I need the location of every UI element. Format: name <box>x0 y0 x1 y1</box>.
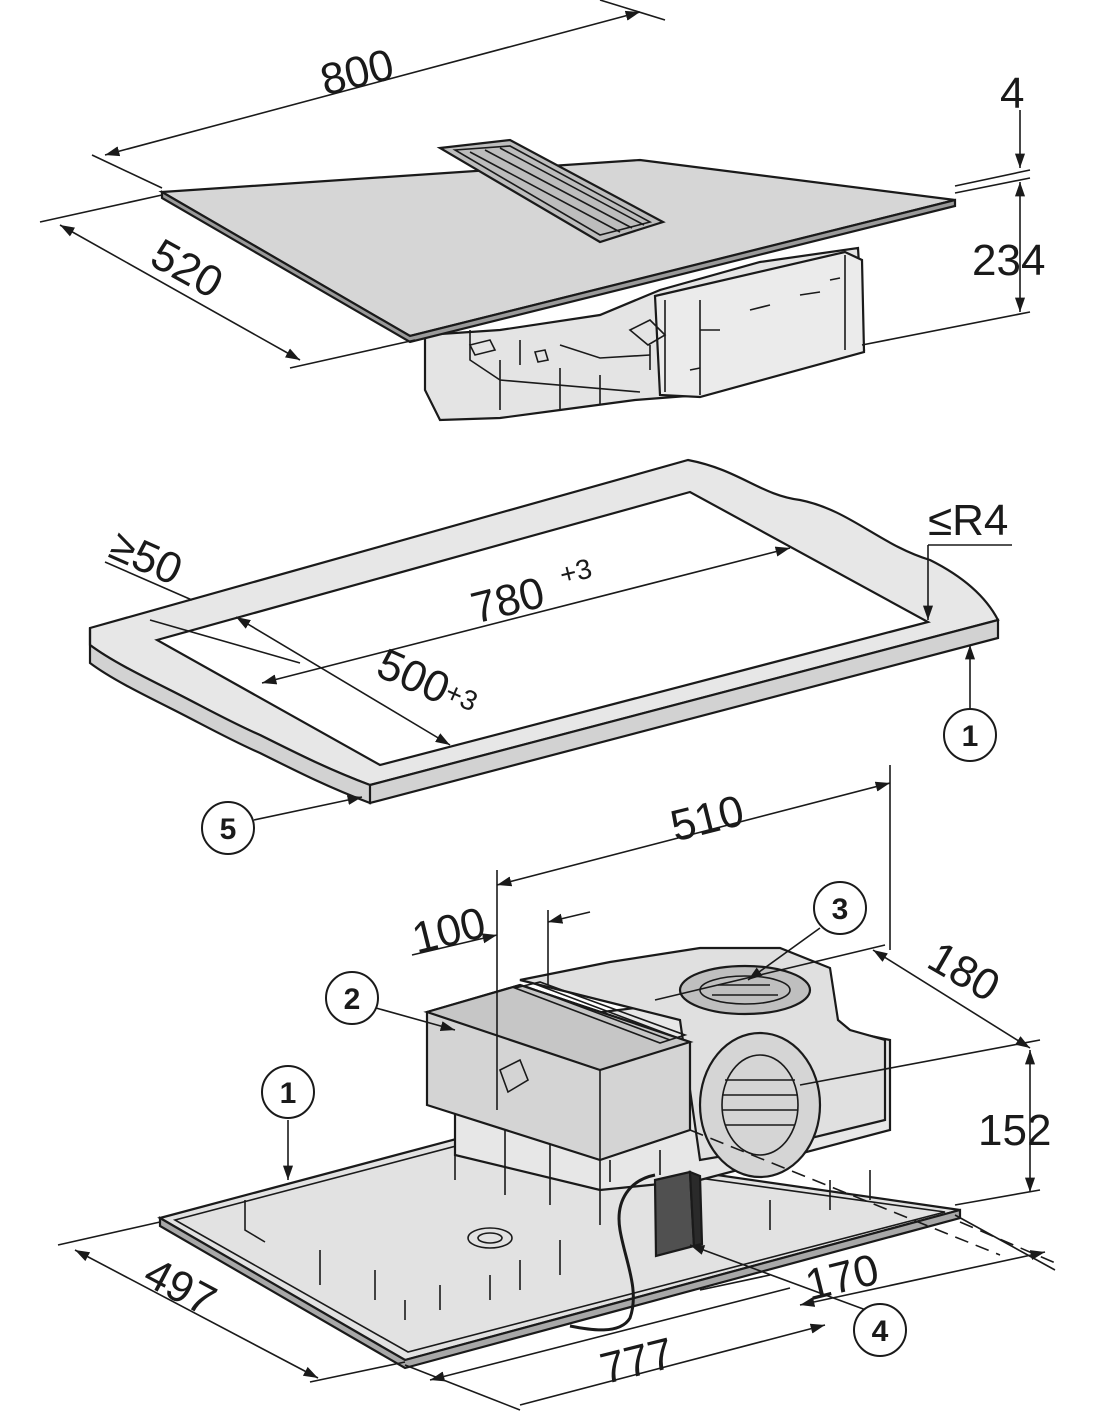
svg-text:2: 2 <box>344 983 361 1016</box>
svg-text:1: 1 <box>962 720 979 753</box>
callout-1-top: 1 <box>943 645 997 762</box>
callout-5: 5 <box>201 795 363 855</box>
fan-module <box>653 250 866 399</box>
callout-1-bottom: 1 <box>261 1065 315 1180</box>
dim-corner-radius-label: ≤R4 <box>928 496 1008 545</box>
fan-opening <box>678 964 812 1016</box>
dim-152-label: 152 <box>978 1106 1051 1155</box>
callout-2: 2 <box>325 971 456 1031</box>
dim-100-label: 100 <box>407 898 490 963</box>
svg-text:1: 1 <box>280 1077 297 1110</box>
svg-text:4: 4 <box>872 1315 889 1348</box>
dim-4-label: 4 <box>1000 69 1024 118</box>
dim-497-label: 497 <box>136 1248 224 1326</box>
cooktop-top-view: 800 520 4 234 <box>39 0 1045 422</box>
glass-edge <box>160 190 957 344</box>
worktop-cutout: ≥50 ≤R4 780 +3 500 +3 <box>88 458 1012 805</box>
dim-800-label: 800 <box>316 40 399 105</box>
power-cable <box>569 1173 656 1332</box>
dim-234-label: 234 <box>972 236 1045 285</box>
extractor-vent <box>436 138 666 244</box>
dim-777-label: 777 <box>595 1329 678 1394</box>
callout-4: 4 <box>689 1244 907 1357</box>
dim-520-label: 520 <box>143 230 231 308</box>
cooktop-underside-view: 510 100 180 152 170 497 777 <box>57 765 1061 1411</box>
svg-text:3: 3 <box>832 893 849 926</box>
callout-3: 3 <box>747 881 867 981</box>
dim-min-edge-label: ≥50 <box>103 520 190 594</box>
fan-intake <box>698 1031 822 1179</box>
dim-510-label: 510 <box>666 786 749 851</box>
svg-text:5: 5 <box>220 813 237 846</box>
power-module <box>653 1170 696 1258</box>
dim-180-label: 180 <box>920 932 1008 1011</box>
dim-cutout-width-tolerance: +3 <box>556 553 594 591</box>
